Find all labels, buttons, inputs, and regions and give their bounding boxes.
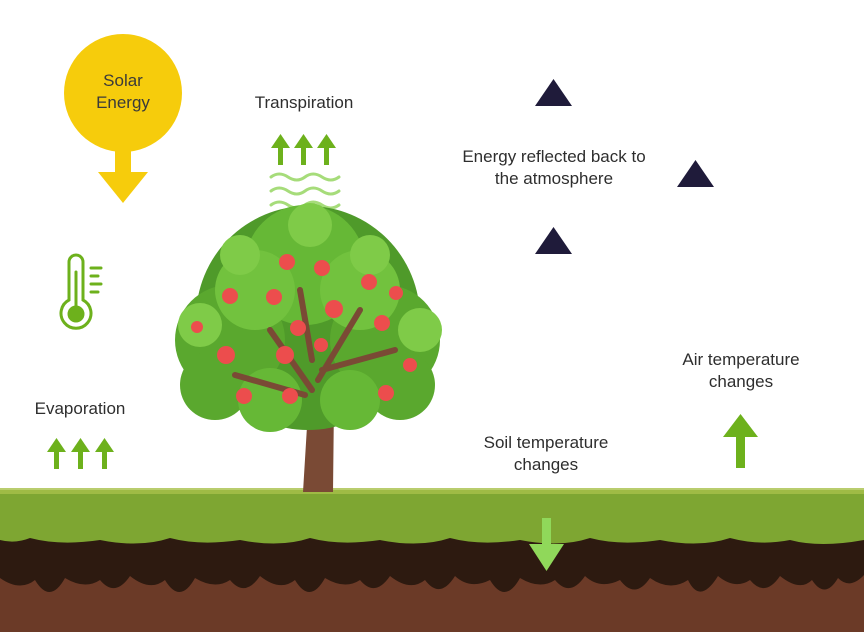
evaporation-arrows <box>47 438 114 469</box>
solar-energy-label: Solar Energy <box>96 71 150 112</box>
triangle-icon <box>677 160 714 187</box>
ground <box>0 488 864 632</box>
air-temperature-label: Air temperature changes <box>682 350 800 391</box>
apples <box>191 254 417 404</box>
tree-icon <box>175 203 442 492</box>
energy-reflected-label: Energy reflected back to the atmosphere <box>462 147 646 188</box>
triangle-icon <box>535 79 572 106</box>
arrow-up-icon <box>294 134 313 165</box>
arrow-up-icon <box>71 438 90 469</box>
tree-canopy <box>175 203 442 432</box>
soil-dark-layer <box>0 530 864 593</box>
reflected-energy-triangles <box>535 79 714 254</box>
arrow-up-icon <box>317 134 336 165</box>
wave-icon <box>269 172 341 210</box>
arrow-up-icon <box>271 134 290 165</box>
evaporation-label: Evaporation <box>34 399 126 418</box>
arrow-up-icon <box>723 414 758 468</box>
thermometer-icon <box>59 253 103 330</box>
transpiration-arrows <box>271 134 336 165</box>
grass-highlight <box>0 488 864 494</box>
sun-icon <box>64 34 182 203</box>
arrow-down-icon <box>529 518 564 571</box>
transpiration-label: Transpiration <box>254 93 354 112</box>
triangle-icon <box>535 227 572 254</box>
soil-temperature-label: Soil temperature changes <box>483 433 609 474</box>
arrow-up-icon <box>95 438 114 469</box>
arrow-up-icon <box>47 438 66 469</box>
grass-layer <box>0 490 864 544</box>
